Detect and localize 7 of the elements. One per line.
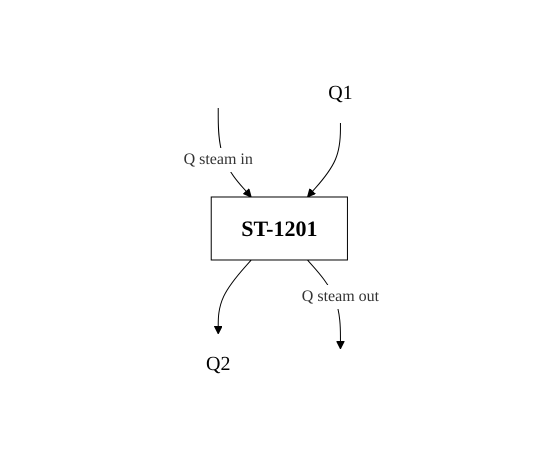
node-text: Q2 [206,352,230,375]
node-text: Q1 [328,82,352,104]
edge-label: Q steam in [183,150,253,168]
edge-label: Q steam out [301,288,379,305]
arrow [306,122,341,198]
arrow [213,260,252,334]
node-box: ST-1201 [210,196,348,260]
